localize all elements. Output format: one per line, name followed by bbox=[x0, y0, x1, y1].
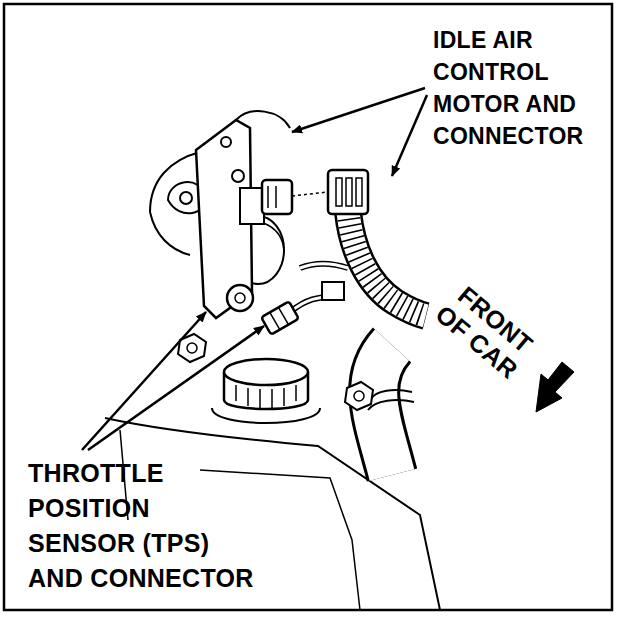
hose bbox=[374, 345, 392, 475]
wiring-harness bbox=[348, 212, 426, 316]
wiring-harness bbox=[348, 212, 426, 316]
bolt bbox=[345, 382, 373, 410]
hose-clamp bbox=[370, 390, 412, 400]
harness-connector bbox=[356, 178, 362, 206]
leader-arrow bbox=[292, 88, 425, 132]
filler-cap bbox=[236, 385, 296, 408]
bolt bbox=[187, 343, 197, 353]
screw bbox=[221, 137, 231, 147]
harness-connector bbox=[346, 178, 352, 206]
tps-connector bbox=[278, 307, 288, 324]
frame bbox=[4, 4, 612, 610]
wiring-harness bbox=[348, 212, 426, 316]
harness-connector bbox=[328, 170, 368, 214]
hose-clamp bbox=[368, 400, 414, 410]
iac-motor bbox=[240, 188, 264, 224]
part-label: IDLE AIR CONTROL MOTOR AND CONNECTOR bbox=[433, 24, 611, 152]
iac-connector bbox=[267, 186, 269, 208]
tps-connector bbox=[261, 301, 299, 334]
part-label: THROTTLE POSITION SENSOR (TPS) AND CONNE… bbox=[28, 456, 260, 596]
leader-arrow bbox=[88, 326, 264, 450]
harness-clip bbox=[322, 282, 344, 300]
direction-arrow bbox=[536, 362, 574, 412]
bolt bbox=[354, 391, 364, 401]
tps-connector bbox=[270, 312, 280, 329]
bolt-hole bbox=[180, 192, 192, 204]
iac-connector bbox=[262, 180, 292, 214]
wire bbox=[300, 264, 348, 269]
direction-label: FRONT OF CAR bbox=[426, 274, 546, 388]
harness-connector bbox=[336, 178, 342, 206]
screw bbox=[232, 170, 244, 182]
filler-neck bbox=[212, 408, 320, 423]
wire bbox=[300, 264, 348, 269]
leader-arrow bbox=[392, 95, 427, 176]
iac-connector bbox=[275, 186, 277, 208]
tps-sensor bbox=[227, 285, 253, 311]
filler-cap bbox=[224, 359, 308, 385]
connection-line bbox=[292, 192, 328, 196]
bracket bbox=[236, 111, 290, 128]
hose bbox=[374, 345, 392, 475]
tps-sensor bbox=[235, 293, 245, 303]
throttle-body bbox=[150, 212, 190, 255]
